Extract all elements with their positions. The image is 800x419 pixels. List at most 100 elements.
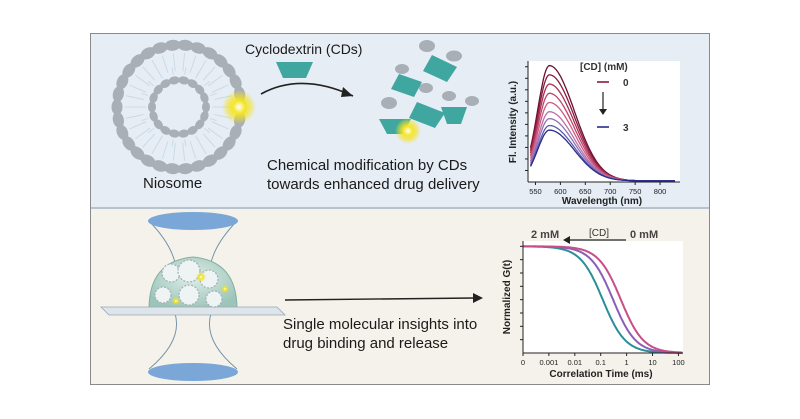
fcs-annotation-arrow-head bbox=[563, 236, 570, 244]
lipid-tail bbox=[184, 67, 187, 75]
lipid-head bbox=[152, 160, 168, 172]
lipid-tail bbox=[189, 141, 197, 159]
lipid-tail bbox=[129, 84, 147, 93]
lipid-head bbox=[116, 124, 129, 140]
lipid-tail bbox=[211, 121, 229, 130]
lipid-tail bbox=[182, 53, 186, 72]
figure-frame: Cyclodextrin (CDs) Niosome Chemical modi… bbox=[90, 33, 710, 385]
fcs-xtick-label: 0 bbox=[521, 358, 525, 367]
legend-label-0: 0 bbox=[623, 78, 629, 89]
niosome-outer-membrane bbox=[111, 39, 247, 175]
lipid-tail bbox=[209, 117, 217, 122]
fcs-xtick-label: 100 bbox=[672, 358, 685, 367]
lipid-head bbox=[213, 54, 228, 68]
lipid-head bbox=[149, 92, 158, 104]
lipid-tail bbox=[207, 127, 223, 140]
spectrum-xtick-label: 800 bbox=[654, 187, 667, 196]
bottom-caption-line1: Single molecular insights into bbox=[283, 316, 478, 333]
lipid-head bbox=[168, 76, 180, 85]
lipid-tail bbox=[211, 84, 229, 93]
lipid-tail bbox=[172, 142, 176, 161]
top-caption-line2: towards enhanced drug delivery bbox=[267, 176, 480, 193]
lipid-head bbox=[111, 99, 123, 115]
spectrum-series-8 bbox=[529, 129, 675, 182]
fcs-plot-area bbox=[523, 241, 683, 353]
lipid-head bbox=[130, 146, 145, 160]
lipid-head bbox=[222, 136, 236, 151]
lipid-head bbox=[153, 119, 163, 130]
cd-icon bbox=[276, 62, 313, 78]
niosome-inner-membrane bbox=[139, 67, 219, 147]
lipid-head bbox=[112, 111, 124, 128]
lipid-tail bbox=[207, 74, 223, 87]
lipid-head bbox=[168, 129, 180, 138]
lipid-tail bbox=[203, 80, 210, 87]
lipid-head bbox=[149, 110, 158, 122]
objective-bottom bbox=[148, 363, 238, 381]
lipid-head bbox=[195, 119, 205, 130]
confocal-volume-illustration bbox=[100, 212, 483, 381]
lipid-head bbox=[177, 163, 194, 175]
lipid-tail bbox=[135, 127, 151, 140]
fcs-annotation-mid: [CD] bbox=[589, 228, 609, 239]
lipid-tail bbox=[203, 127, 210, 134]
process-arrow-head bbox=[473, 293, 483, 303]
lipid-head bbox=[202, 154, 218, 167]
lipid-head bbox=[164, 39, 181, 51]
lipid-head bbox=[130, 54, 145, 68]
top-caption-line1: Chemical modification by CDs bbox=[267, 157, 468, 174]
lipid-tail bbox=[148, 127, 155, 134]
lipid-tail bbox=[182, 142, 186, 161]
lipid-head bbox=[190, 160, 206, 172]
lipid-tail bbox=[158, 72, 163, 79]
lipid-head bbox=[178, 76, 190, 85]
lipid-tail bbox=[171, 67, 174, 75]
lipid-tail bbox=[195, 72, 200, 79]
bottom-caption-line2: drug binding and release bbox=[283, 335, 449, 352]
lipid-tail bbox=[184, 139, 187, 147]
fcs-annotation-right: 0 mM bbox=[630, 229, 658, 241]
lipid-head bbox=[200, 110, 209, 122]
lipid-tail bbox=[148, 80, 155, 87]
fcs-series-2 bbox=[523, 245, 683, 354]
lipid-head bbox=[200, 92, 209, 104]
lipid-tail bbox=[142, 66, 156, 81]
lipid-head bbox=[112, 86, 124, 103]
reaction-arrow-head bbox=[341, 87, 353, 97]
lipid-head bbox=[229, 124, 242, 140]
lipid-tail bbox=[209, 92, 217, 97]
lipid-head bbox=[140, 154, 156, 167]
lipid-head bbox=[202, 47, 218, 60]
lipid-tail bbox=[141, 92, 149, 97]
spectrum-legend-title: [CD] (mM) bbox=[580, 62, 628, 73]
lipid-tail bbox=[126, 95, 144, 101]
spectrum-xtick-label: 700 bbox=[604, 187, 617, 196]
spectrum-xtick-label: 650 bbox=[579, 187, 592, 196]
drug-molecule bbox=[222, 90, 256, 124]
spectrum-xtick-label: 550 bbox=[529, 187, 542, 196]
lipid-tail bbox=[161, 141, 169, 159]
lipid-head bbox=[148, 101, 156, 113]
spectrum-plot-area bbox=[528, 61, 680, 182]
fcs-xtick-label: 1 bbox=[625, 358, 629, 367]
lipid-tail bbox=[158, 135, 163, 142]
lipid-tail bbox=[161, 55, 169, 73]
cd-cluster bbox=[379, 40, 479, 144]
lipid-head bbox=[164, 163, 181, 175]
lipid-tail bbox=[189, 55, 197, 73]
fcs-annotation-left: 2 mM bbox=[531, 229, 559, 241]
niosome-label: Niosome bbox=[143, 175, 203, 192]
lipid-head bbox=[153, 84, 163, 95]
cd-label: Cyclodextrin (CDs) bbox=[245, 41, 363, 57]
lipid-head bbox=[177, 39, 194, 51]
lipid-tail bbox=[172, 53, 176, 72]
lipid-head bbox=[152, 42, 168, 54]
panel-divider bbox=[91, 207, 709, 209]
lipid-head bbox=[140, 47, 156, 60]
lipid-tail bbox=[142, 133, 156, 148]
lipid-head bbox=[213, 146, 228, 160]
fcs-xtick-label: 0.01 bbox=[568, 358, 583, 367]
legend-arrow-head bbox=[599, 109, 607, 115]
